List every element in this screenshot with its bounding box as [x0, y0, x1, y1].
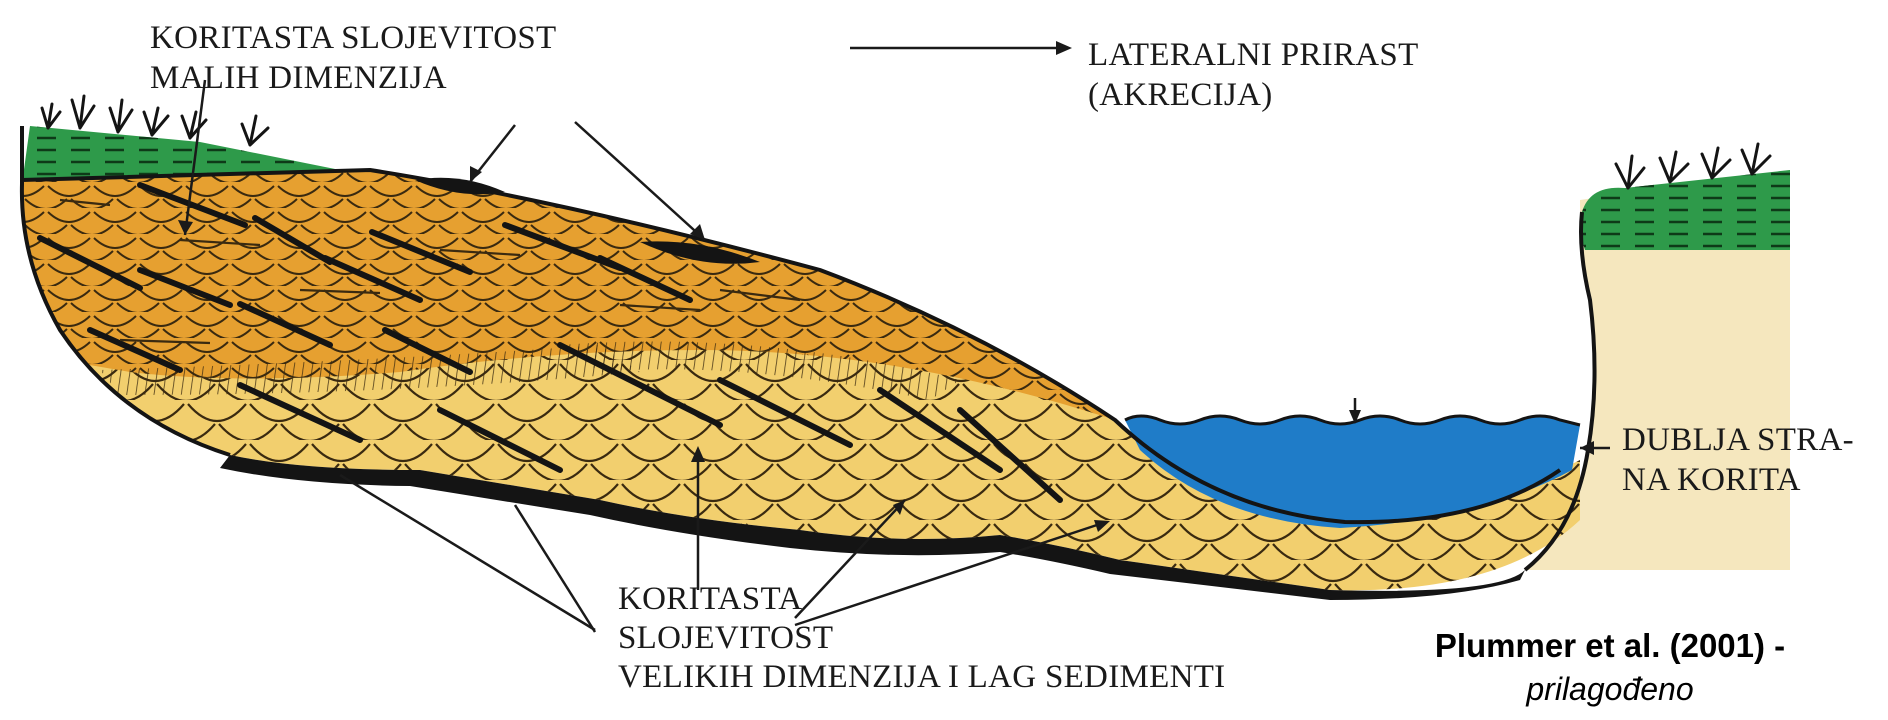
- source-note: prilagođeno: [1390, 668, 1830, 710]
- label-deeper-channel-side: DUBLJA STRA- NA KORITA: [1622, 420, 1854, 500]
- label-small-scale-line-1: KORITASTA SLOJEVITOST: [150, 18, 557, 58]
- source-credit: Plummer et al. (2001) - prilagođeno: [1390, 624, 1830, 710]
- label-large-scale-line-3: VELIKIH DIMENZIJA I LAG SEDIMENTI: [618, 658, 1225, 697]
- label-large-scale-line-2: SLOJEVITOST: [618, 619, 1225, 658]
- label-lateral-line-1: LATERALNI PRIRAST: [1088, 35, 1419, 75]
- source-citation: Plummer et al. (2001) -: [1390, 624, 1830, 668]
- label-deeper-side-line-2: NA KORITA: [1622, 460, 1854, 500]
- label-lateral-accretion: LATERALNI PRIRAST (AKRECIJA): [1088, 35, 1419, 115]
- label-small-scale-line-2: MALIH DIMENZIJA: [150, 58, 557, 98]
- label-large-scale-line-1: KORITASTA: [618, 580, 1225, 619]
- label-lateral-line-2: (AKRECIJA): [1088, 75, 1419, 115]
- label-deeper-side-line-1: DUBLJA STRA-: [1622, 420, 1854, 460]
- label-large-scale-cross-bedding: KORITASTA SLOJEVITOST VELIKIH DIMENZIJA …: [618, 580, 1225, 697]
- label-small-scale-cross-bedding: KORITASTA SLOJEVITOST MALIH DIMENZIJA: [150, 18, 557, 98]
